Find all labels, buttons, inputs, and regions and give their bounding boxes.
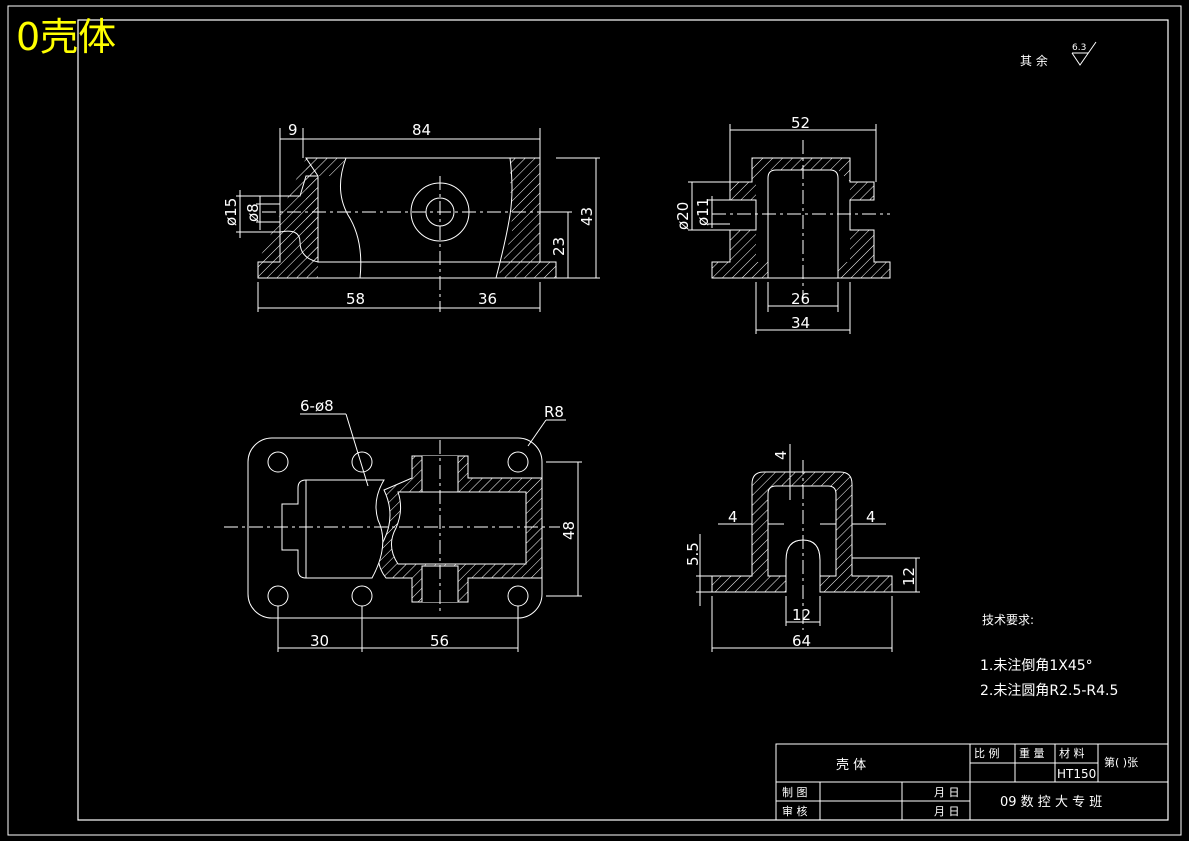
roughness-note: 其 余 6.3 (1020, 41, 1097, 68)
top-view (224, 413, 582, 652)
weight-label: 重 量 (1019, 746, 1045, 760)
tech-title: 技术要求: (982, 613, 1034, 627)
tech-requirements: 技术要求: 1.未注倒角1X45° 2.未注圆角R2.5-R4.5 (980, 613, 1118, 699)
section-view-dims: 4 4 4 5.5 12 12 64 (684, 450, 918, 650)
dim-58: 58 (346, 290, 365, 308)
dim-26: 26 (791, 290, 810, 308)
tech-item-1: 1.未注倒角1X45° (980, 658, 1093, 674)
material-label: 材 料 (1059, 746, 1085, 760)
tech-item-2: 2.未注圆角R2.5-R4.5 (980, 683, 1118, 699)
school-name: 09 数 控 大 专 班 (1000, 795, 1102, 810)
dim-12-right: 12 (900, 567, 918, 586)
sheet-number: 第( )张 (1104, 755, 1138, 769)
dim-r8: R8 (544, 403, 564, 421)
dim-dia15: ø15 (222, 198, 240, 226)
dim-dia20: ø20 (674, 202, 692, 230)
dim-4-left: 4 (728, 508, 738, 526)
title-block (775, 743, 1169, 821)
dim-36: 36 (478, 290, 497, 308)
material-value: HT150 (1057, 767, 1096, 781)
inner-frame (77, 19, 1169, 821)
dim-12-slot: 12 (792, 606, 811, 624)
dim-52: 52 (791, 114, 810, 132)
dim-23: 23 (550, 237, 568, 256)
drawing-heading: 0壳体 (16, 15, 117, 59)
part-name: 壳 体 (836, 758, 866, 773)
front-view (236, 128, 600, 312)
dim-48: 48 (560, 521, 578, 540)
dim-4-top: 4 (772, 450, 790, 460)
dim-9: 9 (288, 121, 298, 139)
checked-label: 审 核 (782, 804, 808, 818)
dim-64: 64 (792, 632, 811, 650)
title-block-text: 壳 体 比 例 重 量 材 料 HT150 第( )张 制 图 审 核 月 日 … (782, 746, 1138, 818)
dim-4-right: 4 (866, 508, 876, 526)
drawn-date-label: 月 日 (934, 786, 960, 799)
outer-border (7, 5, 1182, 836)
side-view (688, 124, 891, 334)
front-view-dims: 9 84 ø15 ø8 23 43 58 36 (222, 121, 596, 308)
scale-label: 比 例 (974, 746, 1000, 760)
side-view-dims: 52 ø20 ø11 26 34 (674, 114, 810, 332)
top-view-dims: 6-ø8 R8 48 30 56 (300, 397, 578, 650)
section-view (696, 444, 920, 652)
dim-34: 34 (791, 314, 810, 332)
roughness-value: 6.3 (1072, 43, 1086, 53)
checked-date-label: 月 日 (934, 805, 960, 818)
dim-dia8: ø8 (244, 203, 262, 222)
dim-56: 56 (430, 632, 449, 650)
dim-43: 43 (578, 207, 596, 226)
dim-84: 84 (412, 121, 431, 139)
dim-5.5: 5.5 (684, 542, 702, 566)
drawn-label: 制 图 (782, 786, 808, 799)
dim-6-dia8: 6-ø8 (300, 397, 334, 415)
dim-30: 30 (310, 632, 329, 650)
dim-dia11: ø11 (694, 198, 712, 226)
roughness-label: 其 余 (1020, 53, 1048, 68)
